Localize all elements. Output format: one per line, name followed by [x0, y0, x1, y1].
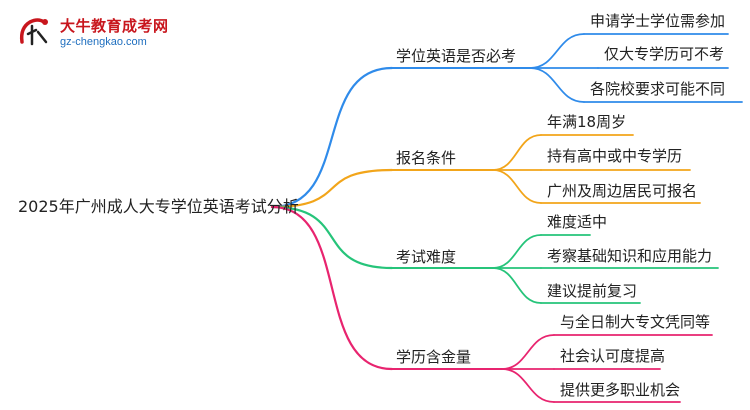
root-topic: 2025年广州成人大专学位英语考试分析: [18, 197, 299, 216]
branch-label-exam-difficulty: 考试难度: [396, 248, 457, 266]
leaf-connector-3-0: [501, 334, 555, 370]
leaf-review-early: 建议提前复习: [547, 282, 638, 300]
branch-connector-3: [270, 205, 394, 371]
leaf-junior-college-optional: 仅大专学历可不考: [604, 45, 725, 63]
leaf-connector-2-0: [492, 234, 542, 269]
leaf-connector-2-2: [492, 267, 542, 304]
leaf-connector-0-0: [529, 33, 585, 69]
leaf-guangzhou-residents: 广州及周边居民可报名: [547, 182, 698, 200]
leaf-social-recognition: 社会认可度提高: [560, 347, 666, 365]
site-logo[interactable]: 大牛教育成考网 gz-chengkao.com: [14, 12, 184, 56]
leaf-high-school-diploma: 持有高中或中专学历: [547, 147, 683, 165]
branch-connector-2: [270, 205, 394, 270]
leaf-career-opportunities: 提供更多职业机会: [560, 381, 681, 399]
branch-connector-1: [270, 168, 394, 209]
branch-connector-0: [270, 66, 394, 209]
branch-label-registration-conditions: 报名条件: [396, 149, 457, 167]
logo-url: gz-chengkao.com: [60, 36, 147, 48]
leaf-basic-knowledge: 考察基础知识和应用能力: [547, 247, 713, 265]
branch-label-degree-english-required: 学位英语是否必考: [396, 47, 517, 65]
bull-logo-icon: [19, 18, 48, 46]
leaf-moderate-difficulty: 难度适中: [547, 213, 608, 231]
leaf-connector-3-2: [501, 368, 555, 403]
leaf-age-18: 年满18周岁: [547, 113, 627, 131]
leaf-equal-fulltime: 与全日制大专文凭同等: [560, 313, 711, 331]
leaf-connector-1-2: [492, 169, 542, 204]
leaf-connector-1-0: [492, 134, 542, 171]
branch-label-degree-value: 学历含金量: [396, 348, 472, 366]
leaf-apply-bachelor: 申请学士学位需参加: [590, 12, 726, 30]
logo-brand-name: 大牛教育成考网: [60, 17, 169, 35]
leaf-school-requirements-vary: 各院校要求可能不同: [590, 80, 726, 98]
leaf-connector-0-2: [529, 67, 585, 103]
